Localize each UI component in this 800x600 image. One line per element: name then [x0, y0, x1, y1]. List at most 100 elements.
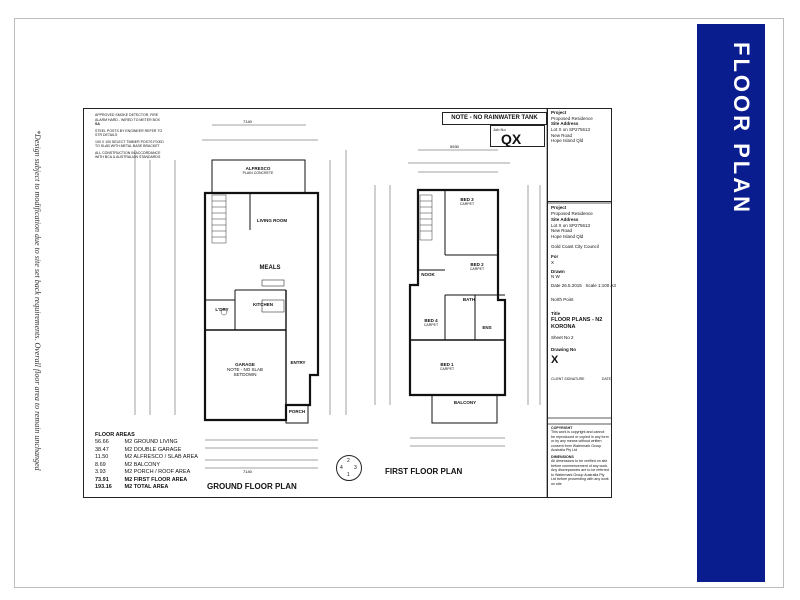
drawing-number: X	[551, 353, 559, 366]
area-unit: M2	[124, 483, 133, 490]
first-floor-area-row: 73.91 M2 FIRST FLOOR AREA	[95, 477, 198, 484]
room-bed-3: BED 3 CARPET	[452, 197, 482, 206]
site-suburb: Hope Island Qld	[551, 234, 584, 240]
room-bath: BATH	[462, 297, 476, 302]
note-sa-symbol: SA	[95, 122, 100, 127]
area-unit: M2	[124, 454, 133, 461]
area-unit: M2	[124, 476, 133, 483]
room-note: NOTE - NO SLAB SETDOWN	[226, 367, 263, 377]
room-name: BED 2	[470, 262, 484, 267]
room-living: LIVING ROOM	[256, 218, 288, 223]
drawing-date: Date 26.5.2015	[551, 283, 582, 289]
area-label: PORCH / ROOF AREA	[133, 469, 191, 476]
site-label: Site Address	[551, 216, 579, 222]
title-block-details: Project Proposed Residence Site Address …	[551, 205, 616, 382]
note-timber-posts: 100 X 100 SELECT TIMBER POSTS FIXED TO S…	[95, 139, 164, 149]
room-nook: NOOK	[421, 272, 435, 277]
compass-label: 4	[340, 465, 343, 471]
project-name: Proposed Residence	[551, 115, 593, 121]
floor-area-row: 3.93 M2 PORCH / ROOF AREA	[95, 469, 198, 476]
signature-date-label: DATE	[601, 377, 611, 382]
note-smoke-detector: APPROVED SMOKE DETECTOR, FIRE ALARM HARD…	[95, 113, 161, 122]
room-bed-2: BED 2 CARPET	[462, 262, 492, 271]
compass-label: 2	[347, 458, 350, 464]
site-lot: Lot X on SP275613	[551, 126, 591, 132]
compass-label: 1	[347, 472, 350, 478]
site-lot: Lot X on SP275613	[551, 222, 591, 228]
compass-label: 3	[354, 465, 357, 471]
area-value: 38.47	[95, 446, 109, 453]
room-meals: MEALS	[259, 265, 281, 271]
design-disclaimer: *Design subject to modification due to s…	[33, 130, 42, 471]
total-area-row: 193.16 M2 TOTAL AREA	[95, 484, 198, 491]
drawn-label: Drawn	[551, 268, 565, 274]
council: Gold Coast City Council	[551, 244, 599, 250]
for-label: For	[551, 253, 559, 259]
area-value: 11.50	[95, 454, 109, 461]
room-alfresco: ALFRESCO PLAIN CONCRETE	[238, 166, 278, 175]
room-name: BED 4	[424, 318, 438, 323]
job-number-box: Job No QX	[490, 125, 545, 147]
floor-area-row: 8.69 M2 BALCONY	[95, 462, 198, 469]
title-block: Project Proposed Residence Site Address …	[547, 108, 612, 498]
dimensions-text: All dimensions to be verified on site be…	[551, 459, 609, 486]
site-suburb: Hope Island Qld	[551, 138, 584, 144]
floor-areas-heading: FLOOR AREAS	[95, 432, 135, 438]
north-point-label: North Point	[551, 297, 574, 303]
area-value: 8.69	[95, 461, 106, 468]
room-name: ALFRESCO	[245, 166, 271, 171]
area-label: FIRST FLOOR AREA	[133, 476, 188, 483]
room-name: BED 3	[460, 197, 474, 202]
drawing-number-label: Drawing No	[551, 346, 577, 352]
area-value: 73.91	[95, 476, 109, 483]
area-label: ALFRESCO / SLAB AREA	[133, 454, 198, 461]
floor-area-row: 56.66 M2 GROUND LIVING	[95, 439, 198, 446]
area-label: TOTAL AREA	[133, 483, 169, 490]
drawing-scale: Scale 1:100 A3	[585, 283, 616, 289]
area-label: DOUBLE GARAGE	[133, 446, 182, 453]
title-label: Title	[551, 310, 561, 316]
note-construction: ALL CONSTRUCTION IN ACCORDANCE WITH BCA …	[95, 150, 161, 160]
drawn-value: N W	[551, 274, 560, 280]
room-name: BED 1	[440, 362, 454, 367]
room-kitchen: KITCHEN	[253, 302, 273, 307]
site-road: New Road	[551, 132, 573, 138]
room-laundry: L'DRY	[215, 307, 229, 312]
room-bed-4: BED 4 CARPET	[418, 318, 444, 327]
copyright-block: COPYRIGHT This work is copyright and can…	[551, 426, 609, 486]
note-steel-posts: STEEL POSTS BY ENGINEER REFER TO STR DET…	[95, 128, 163, 138]
floor-plan-banner: FLOOR PLAN	[697, 24, 765, 582]
room-garage: GARAGE NOTE - NO SLAB SETDOWN	[215, 362, 275, 377]
dimensions-heading: DIMENSIONS	[551, 454, 574, 459]
area-label: BALCONY	[133, 461, 160, 468]
project-name: Proposed Residence	[551, 210, 593, 216]
banner-title: FLOOR PLAN	[729, 42, 754, 215]
room-balcony: BALCONY	[453, 400, 477, 405]
room-porch: PORCH	[288, 409, 306, 414]
job-number: QX	[501, 131, 522, 147]
floor-area-row: 11.50 M2 ALFRESCO / SLAB AREA	[95, 454, 198, 461]
floor-areas-table: FLOOR AREAS 56.66 M2 GROUND LIVING 38.47…	[95, 432, 198, 491]
room-finish: CARPET	[469, 267, 485, 271]
site-label: Site Address	[551, 121, 579, 127]
area-label: GROUND LIVING	[133, 439, 178, 446]
first-floor-heading: FIRST FLOOR PLAN	[385, 467, 463, 476]
area-unit: M2	[124, 446, 133, 453]
room-entry: ENTRY	[290, 360, 306, 365]
drawing-title: FLOOR PLANS - N2	[551, 316, 603, 323]
drawing-subtitle: KORONA	[551, 323, 576, 330]
page-border	[14, 18, 784, 588]
floor-area-row: 38.47 M2 DOUBLE GARAGE	[95, 447, 198, 454]
compass-icon: 2 4 3 1	[336, 455, 362, 481]
room-finish: CARPET	[459, 202, 475, 206]
for-value: X	[551, 259, 555, 265]
area-value: 56.66	[95, 439, 109, 446]
project-label: Project	[551, 205, 567, 210]
area-value: 3.93	[95, 469, 106, 476]
room-ensuite: ENS	[482, 325, 492, 330]
project-label: Project	[551, 110, 567, 115]
svg-text:7140: 7140	[243, 469, 253, 474]
area-unit: M2	[124, 461, 133, 468]
